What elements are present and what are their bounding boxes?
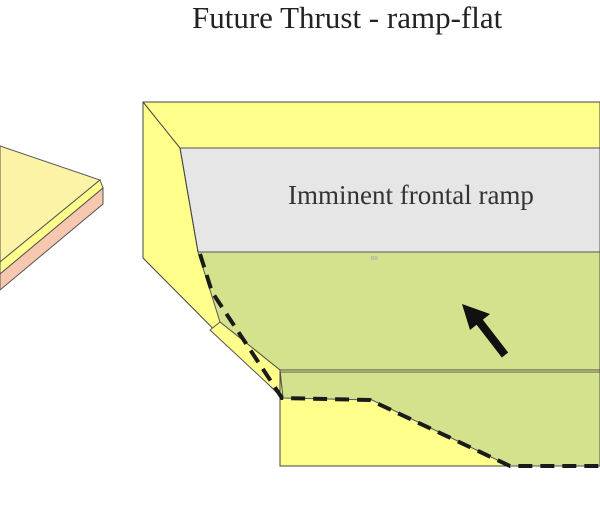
slip-direction-arrow-icon [462,304,509,358]
tiny-mark: BR [371,256,378,262]
block-edges [142,101,600,466]
fault-trace [198,253,600,468]
left-block-front-pink [0,186,104,291]
edge-inner-left [179,147,199,253]
left-block [0,145,104,291]
diagram-title: Future Thrust - ramp-flat [192,0,503,35]
ramp-label: Imminent frontal ramp [288,180,534,210]
edge-top-left [142,101,181,149]
